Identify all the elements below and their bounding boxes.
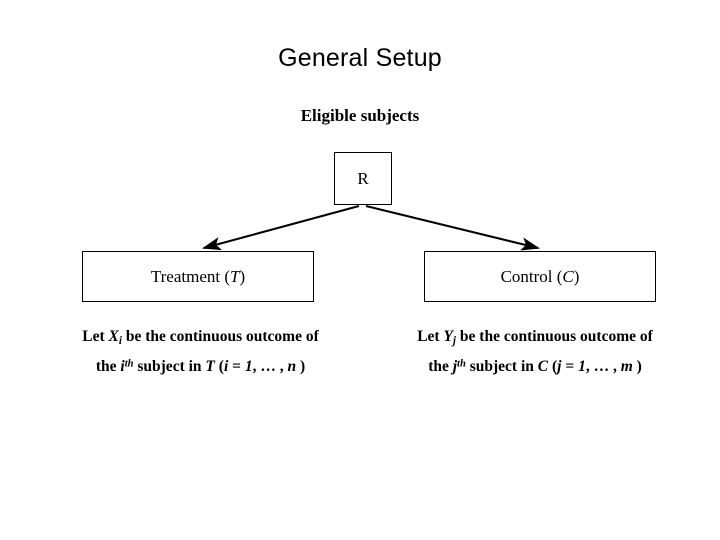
treatment-caption-line-2: the ith subject in T (i = 1, … , n ) (28, 358, 373, 376)
control-caption-line-2: the jth subject in C (j = 1, … , m ) (370, 358, 700, 376)
treatment-caption-subject-in: subject in (133, 358, 206, 376)
control-caption-tail: be the continuous outcome of (456, 328, 653, 345)
control-paren-open: ( (548, 358, 558, 376)
control-range-ellipsis: , … , (585, 358, 621, 376)
treatment-outcome-symbol: X (108, 328, 119, 345)
treatment-subject-ordinal: th (124, 358, 134, 370)
treatment-label-prefix: Treatment ( (150, 266, 231, 286)
control-paren-close: ) (632, 358, 642, 376)
randomization-box: R (334, 152, 392, 205)
treatment-arm-caption: Let Xi be the continuous outcome of the … (28, 328, 373, 376)
treatment-caption-tail: be the continuous outcome of (121, 328, 319, 345)
control-group-symbol: C (537, 358, 549, 376)
treatment-caption-line-1: Let Xi be the continuous outcome of (28, 328, 373, 347)
control-label-prefix: Control ( (500, 266, 563, 286)
treatment-paren-close: ) (296, 358, 306, 376)
treatment-subject-index: i (120, 358, 125, 376)
treatment-range-equals: = (228, 358, 245, 376)
control-range-equals: = (561, 358, 579, 376)
control-arm-box-label: Control (C) (501, 267, 580, 287)
treatment-paren-open: ( (214, 358, 224, 376)
arrow-to-control (365, 204, 541, 251)
treatment-caption-let: Let (82, 328, 109, 345)
randomization-box-label: R (357, 168, 369, 188)
control-range-index: j (557, 358, 562, 376)
control-label-symbol: C (562, 266, 574, 286)
treatment-arm-box-label: Treatment (T) (151, 267, 245, 287)
treatment-range-index: i (223, 358, 229, 376)
treatment-range-end: n (287, 358, 297, 376)
control-outcome-symbol: Y (443, 328, 453, 345)
control-range-end: m (620, 358, 633, 376)
treatment-label-symbol: T (230, 266, 240, 286)
treatment-label-suffix: ) (239, 266, 246, 286)
control-caption-subject-in: subject in (465, 358, 538, 376)
control-caption-let: Let (417, 328, 444, 345)
treatment-group-symbol: T (205, 358, 215, 376)
arrow-to-treatment (201, 204, 360, 251)
control-subject-ordinal: th (457, 358, 466, 370)
treatment-range-ellipsis: , … , (252, 358, 288, 376)
control-range-start: 1 (578, 358, 586, 376)
treatment-caption-the: the (95, 358, 121, 376)
control-caption-the: the (428, 358, 453, 376)
control-outcome-subscript: j (452, 335, 457, 348)
control-label-suffix: ) (573, 266, 580, 286)
treatment-arm-box: Treatment (T) (82, 251, 314, 302)
control-arm-caption: Let Yj be the continuous outcome of the … (370, 328, 700, 376)
treatment-outcome-subscript: i (118, 335, 122, 348)
page-title: General Setup (278, 44, 442, 72)
control-arm-box: Control (C) (424, 251, 656, 302)
control-subject-index: j (452, 358, 458, 376)
treatment-range-start: 1 (244, 358, 253, 376)
control-caption-line-1: Let Yj be the continuous outcome of (370, 328, 700, 347)
diagram-root-label: Eligible subjects (300, 106, 420, 125)
